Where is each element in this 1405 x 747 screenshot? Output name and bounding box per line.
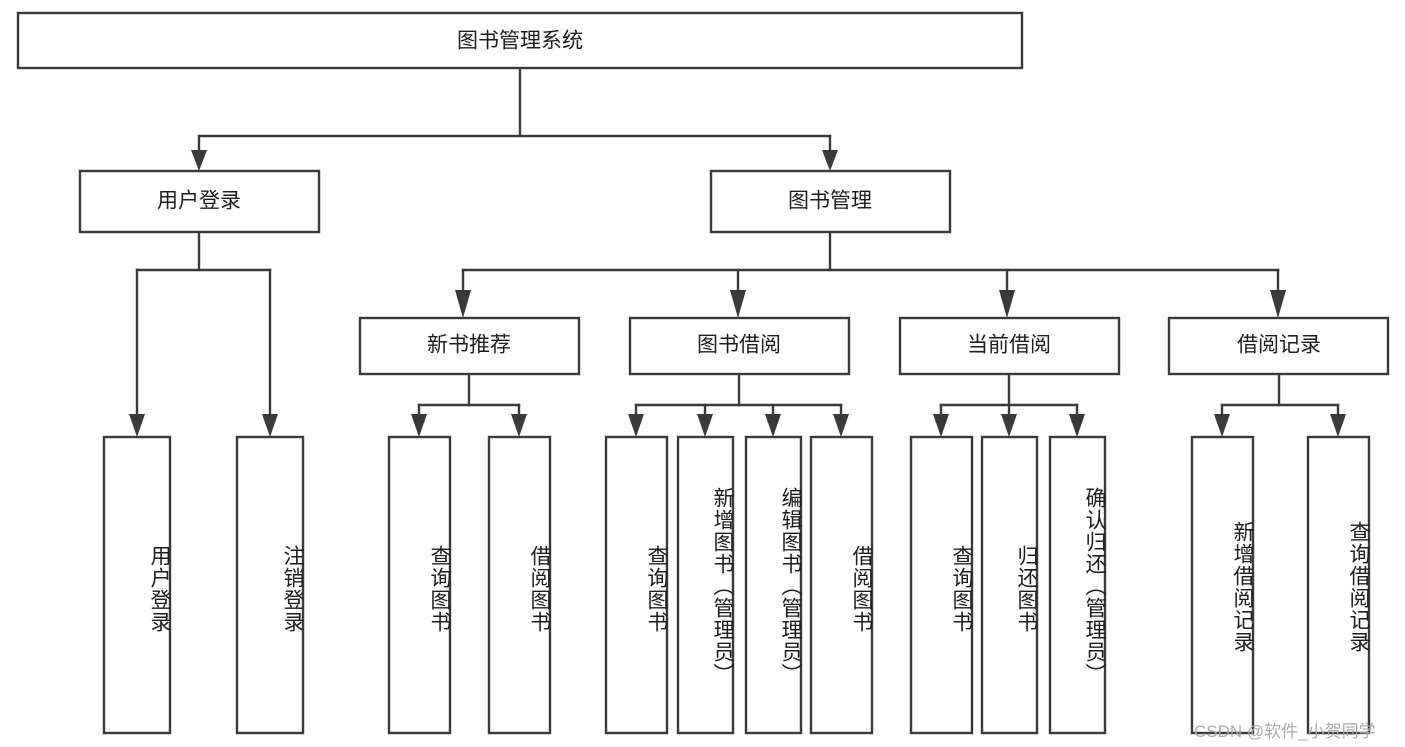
node-box-leaf9[interactable]	[909, 435, 974, 735]
node-box-leaf8[interactable]	[809, 435, 874, 735]
arrow-head-icon	[628, 414, 644, 437]
node-box-root[interactable]	[16, 11, 1024, 70]
arrow-head-icon	[833, 414, 849, 437]
node-root[interactable]: 图书管理系统	[16, 11, 1024, 70]
node-label-root: 图书管理系统	[457, 30, 583, 53]
node-box-leaf11[interactable]	[1048, 435, 1107, 735]
node-box-borrow[interactable]	[628, 316, 851, 376]
node-box-leaf10[interactable]	[980, 435, 1039, 735]
node-box-leaf2[interactable]	[235, 435, 305, 735]
node-current[interactable]: 当前借阅	[898, 316, 1121, 376]
arrow-head-icon	[455, 290, 471, 318]
node-box-leaf1[interactable]	[102, 435, 172, 735]
node-label-newbook: 新书推荐	[427, 334, 511, 357]
node-box-leaf5[interactable]	[604, 435, 669, 735]
arrow-head-icon	[191, 150, 207, 171]
node-box-newbook[interactable]	[358, 316, 581, 376]
arrow-head-icon	[411, 414, 427, 437]
node-login[interactable]: 用户登录	[78, 169, 321, 234]
node-label-borrow: 图书借阅	[697, 334, 781, 357]
arrow-head-icon	[697, 414, 713, 437]
arrow-head-icon	[262, 414, 278, 437]
node-box-bookmgmt[interactable]	[709, 169, 952, 234]
node-box-leaf13[interactable]	[1306, 435, 1371, 735]
node-box-leaf6[interactable]	[676, 435, 735, 735]
node-box-leaf4[interactable]	[487, 435, 552, 735]
node-box-record[interactable]	[1167, 316, 1390, 376]
arrow-head-icon	[822, 150, 838, 171]
arrow-head-icon	[1001, 414, 1017, 437]
node-box-leaf12[interactable]	[1190, 435, 1255, 735]
node-label-login: 用户登录	[157, 190, 241, 213]
node-box-leaf3[interactable]	[387, 435, 452, 735]
node-box-leaf7[interactable]	[744, 435, 803, 735]
watermark-text: CSDN @软件_小贺同学	[1194, 722, 1376, 741]
arrow-head-icon	[129, 414, 145, 437]
arrow-head-icon	[1270, 290, 1286, 318]
node-box-current[interactable]	[898, 316, 1121, 376]
arrow-head-icon	[1330, 414, 1346, 437]
node-label-current: 当前借阅	[967, 334, 1051, 357]
connector-layer	[129, 66, 1346, 437]
arrow-head-icon	[1069, 414, 1085, 437]
arrow-head-icon	[765, 414, 781, 437]
node-borrow[interactable]: 图书借阅	[628, 316, 851, 376]
node-label-bookmgmt: 图书管理	[788, 190, 872, 213]
arrow-head-icon	[999, 290, 1015, 318]
arrow-head-icon	[511, 414, 527, 437]
leaf-box-layer	[102, 435, 1371, 735]
node-label-record: 借阅记录	[1237, 334, 1321, 357]
node-newbook[interactable]: 新书推荐	[358, 316, 581, 376]
arrow-head-icon	[933, 414, 949, 437]
arrow-head-icon	[730, 290, 746, 318]
node-box-login[interactable]	[78, 169, 321, 234]
node-record[interactable]: 借阅记录	[1167, 316, 1390, 376]
node-bookmgmt[interactable]: 图书管理	[709, 169, 952, 234]
arrow-head-icon	[1214, 414, 1230, 437]
